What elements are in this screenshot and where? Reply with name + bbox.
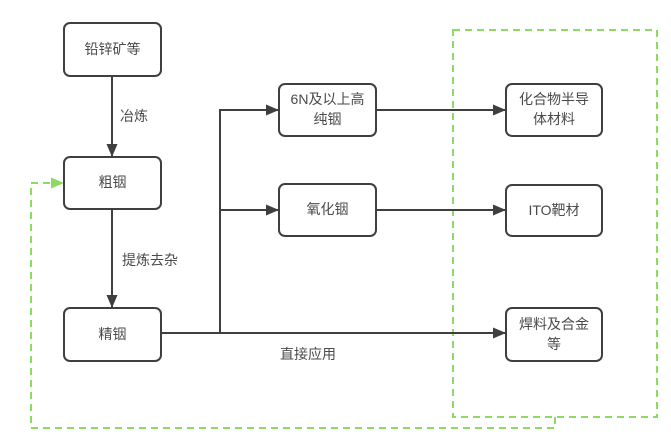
product-group-dashed-box: [452, 29, 658, 418]
node-lead-zinc-ore: 铅锌矿等: [63, 22, 162, 77]
arrow-to-high-purity: [219, 104, 279, 333]
edge-label-smelting: 冶炼: [120, 108, 148, 124]
node-solder-alloy: 焊料及合金 等: [505, 307, 603, 362]
node-ito-target: ITO靶材: [505, 184, 603, 237]
node-high-purity-indium: 6N及以上高 纯铟: [278, 83, 377, 137]
node-refined-indium: 精铟: [63, 307, 162, 362]
node-compound-semiconductor: 化合物半导 体材料: [505, 83, 603, 137]
edge-label-refining: 提炼去杂: [122, 252, 178, 268]
recycle-feedback-arrow: [30, 177, 556, 429]
node-indium-oxide: 氧化铟: [278, 183, 377, 237]
edge-label-direct-application: 直接应用: [280, 346, 336, 362]
node-crude-indium: 粗铟: [63, 156, 162, 210]
